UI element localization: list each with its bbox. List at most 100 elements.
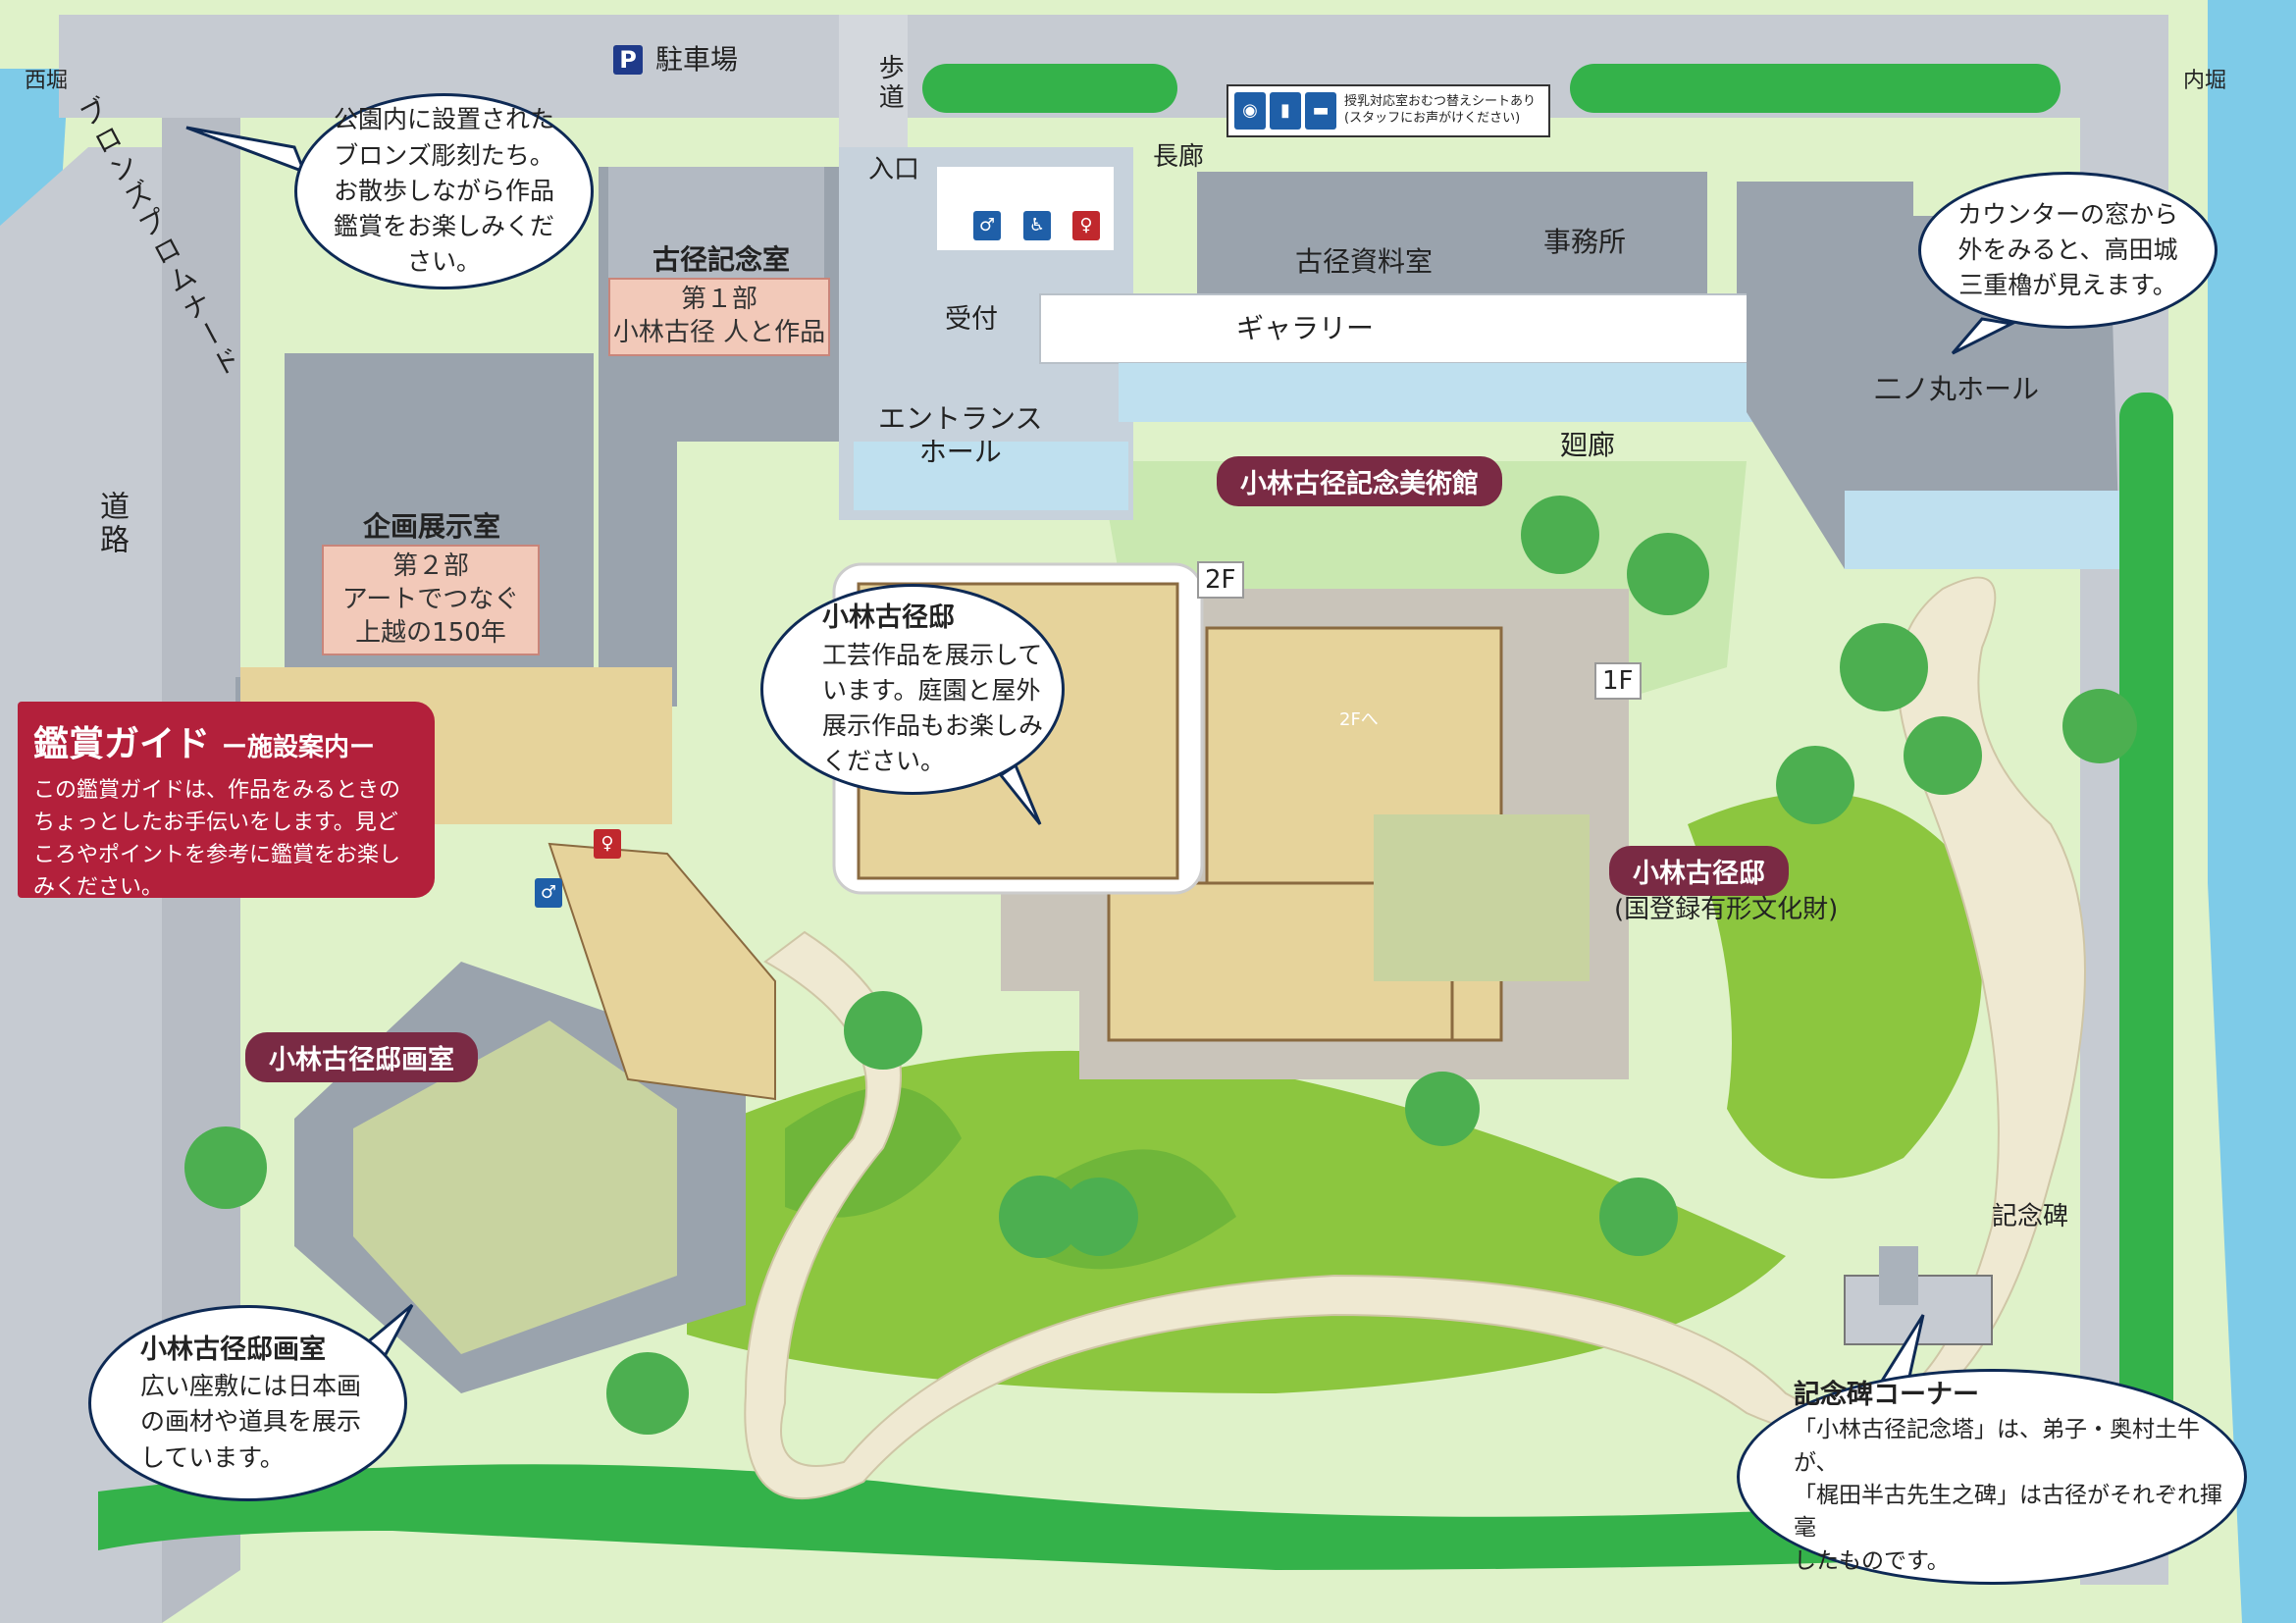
special-exhibition-exhibit: 第２部 アートでつなぐ 上越の150年 bbox=[322, 545, 540, 656]
bubble-bronze-sculptures: 公園内に設置された ブロンズ彫刻たち。 お散歩しながら作品 鑑賞をお楽しみくだ … bbox=[294, 93, 594, 289]
special-exhibition-title: 企画展示室 bbox=[363, 510, 501, 543]
hedge-top-1 bbox=[922, 64, 1177, 113]
hedge-bottom bbox=[98, 1464, 2149, 1570]
nursing-room-icon: ◉ bbox=[1234, 92, 1266, 130]
walkway bbox=[839, 15, 908, 172]
floor-2f-badge: 2F bbox=[1197, 561, 1244, 599]
studio-womens-restroom-icon: ♀ bbox=[594, 829, 621, 859]
guide-body: この鑑賞ガイドは、作品をみるときのちょっとしたお手伝いをします。見どころやポイン… bbox=[33, 778, 401, 900]
bubble-studio-line2: の画材や道具を展示 bbox=[140, 1407, 362, 1437]
bubble-bronze-line5: さい。 bbox=[406, 247, 481, 277]
tree bbox=[1521, 496, 1599, 574]
memorial-room-title: 古径記念室 bbox=[652, 243, 791, 276]
bubble-counter-window: カウンターの窓から 外をみると、高田城 三重櫓が見えます。 bbox=[1918, 172, 2218, 329]
entrance-label: 入口 bbox=[868, 155, 920, 184]
museum-tag: 小林古径記念美術館 bbox=[1217, 456, 1502, 506]
bubble-bronze-line1: 公園内に設置された bbox=[333, 105, 554, 134]
bubble-residence-line4: ください。 bbox=[822, 747, 946, 776]
floor-1f-badge: 1F bbox=[1594, 662, 1642, 700]
office-label: 事務所 bbox=[1543, 226, 1627, 258]
bubble-memorial-line3: したものです。 bbox=[1794, 1547, 1950, 1574]
bubble-memorial-line2: 「梶田半古先生之碑」は古径がそれぞれ揮毫 bbox=[1794, 1482, 2222, 1542]
ninomaru-hall-label: 二ノ丸ホール bbox=[1874, 373, 2040, 405]
accessible-restroom-icon: ♿ bbox=[1023, 211, 1051, 240]
gallery-label: ギャラリー bbox=[1236, 312, 1375, 344]
corridor-label: 廻廊 bbox=[1560, 429, 1616, 461]
bubble-bronze-line3: お散歩しながら作品 bbox=[333, 176, 554, 205]
bubble-studio-title: 小林古径邸画室 bbox=[140, 1335, 326, 1366]
residence-tag: 小林古径邸 bbox=[1609, 846, 1789, 896]
nursery-line1: 授乳対応室おむつ替えシートあり bbox=[1344, 94, 1537, 110]
inner-moat-label: 内堀 bbox=[2183, 69, 2227, 93]
ninomaru-glass bbox=[1845, 491, 2119, 569]
womens-restroom-icon: ♀ bbox=[1072, 211, 1100, 240]
trees bbox=[184, 496, 2137, 1435]
bubble-memorial-corner: 記念碑コーナー 「小林古径記念塔」は、弟子・奥村土牛が、 「梶田半古先生之碑」は… bbox=[1737, 1369, 2247, 1585]
entrance-glass bbox=[854, 442, 1128, 510]
bubble-studio-line3: しています。 bbox=[140, 1442, 285, 1472]
parking-icon: P bbox=[613, 45, 643, 75]
bubble-residence-line2: います。庭園と屋外 bbox=[822, 675, 1041, 705]
corridor-glass bbox=[1119, 363, 1756, 422]
garden-path bbox=[744, 576, 2086, 1499]
memorial-room-exhibit: 第１部 小林古径 人と作品 bbox=[608, 278, 830, 356]
bubble-counter-line3: 三重櫓が見えます。 bbox=[1958, 271, 2177, 300]
tree bbox=[1840, 623, 1928, 711]
special-exhibition-line1: アートでつなぐ bbox=[341, 584, 520, 614]
road-label: 道路 bbox=[94, 491, 129, 557]
tree bbox=[999, 1176, 1081, 1258]
bubble-residence-line1: 工芸作品を展示して bbox=[822, 640, 1043, 669]
tree bbox=[184, 1126, 267, 1209]
guide-subtitle: ー施設案内ー bbox=[222, 733, 376, 762]
bubble-studio-line1: 広い座敷には日本画 bbox=[140, 1372, 362, 1401]
office-building bbox=[1472, 172, 1707, 309]
tree bbox=[1627, 533, 1709, 615]
inner-moat-water bbox=[2208, 0, 2296, 1623]
tree bbox=[1060, 1178, 1138, 1256]
memorial-stone-label: 記念碑 bbox=[1992, 1202, 2069, 1231]
residence-courtyard bbox=[1374, 814, 1590, 981]
parking-label: 駐車場 bbox=[655, 43, 739, 76]
archive-room-label: 古径資料室 bbox=[1295, 245, 1434, 278]
to-2f-label: 2Fへ bbox=[1339, 709, 1379, 730]
guide-title: 鑑賞ガイド bbox=[33, 724, 211, 764]
walkway-label: 歩道 bbox=[874, 54, 905, 113]
residence-note: (国登録有形文化財) bbox=[1614, 895, 1839, 924]
tree bbox=[1405, 1072, 1480, 1146]
bubble-bronze-line4: 鑑賞をお楽しみくだ bbox=[333, 212, 554, 241]
bubble-tail-counter bbox=[1951, 317, 2016, 355]
special-exhibition-line2: 上越の150年 bbox=[355, 617, 506, 648]
nursery-sign-text: 授乳対応室おむつ替えシートあり (スタッフにお声がけください) bbox=[1344, 94, 1536, 128]
bubble-bronze-line2: ブロンズ彫刻たち。 bbox=[334, 140, 554, 170]
studio-tag: 小林古径邸画室 bbox=[245, 1032, 478, 1082]
hedge-east bbox=[2119, 393, 2173, 1472]
bubble-residence-title: 小林古径邸 bbox=[822, 602, 955, 634]
nursery-line2: (スタッフにお声がけください) bbox=[1344, 111, 1521, 126]
bubble-counter-line2: 外をみると、高田城 bbox=[1957, 235, 2178, 264]
tree bbox=[1904, 716, 1982, 795]
reception-label: 受付 bbox=[945, 304, 998, 335]
special-exhibition-part: 第２部 bbox=[391, 551, 469, 581]
bubble-studio: 小林古径邸画室 広い座敷には日本画 の画材や道具を展示 しています。 bbox=[88, 1305, 407, 1501]
bubble-memorial-line1: 「小林古径記念塔」は、弟子・奥村土牛が、 bbox=[1794, 1417, 2200, 1476]
tree bbox=[2062, 689, 2137, 763]
tree bbox=[1776, 746, 1854, 824]
tree bbox=[1599, 1178, 1678, 1256]
bubble-residence-line3: 展示作品もお楽しみ bbox=[822, 711, 1044, 741]
memorial-tower bbox=[1879, 1246, 1918, 1305]
long-corridor-label: 長廊 bbox=[1153, 142, 1205, 172]
diaper-change-icon: ▬ bbox=[1305, 92, 1336, 130]
memorial-room-exhibit-title: 小林古径 人と作品 bbox=[612, 317, 826, 347]
bubble-memorial-title: 記念碑コーナー bbox=[1794, 1380, 1979, 1411]
hedge-top-2 bbox=[1570, 64, 2061, 113]
archive-room bbox=[1197, 172, 1472, 309]
memorial-room-part: 第１部 bbox=[680, 285, 757, 314]
studio-mens-restroom-icon: ♂ bbox=[535, 878, 562, 908]
studio-floor bbox=[353, 1021, 677, 1354]
tree bbox=[606, 1352, 689, 1435]
viewing-guide-panel: 鑑賞ガイドー施設案内ー この鑑賞ガイドは、作品をみるときのちょっとしたお手伝いを… bbox=[18, 702, 435, 900]
entrance-hall-label: エントランス ホール bbox=[878, 402, 1043, 468]
bubble-residence: 小林古径邸 工芸作品を展示して います。庭園と屋外 展示作品もお楽しみ ください… bbox=[760, 584, 1065, 795]
